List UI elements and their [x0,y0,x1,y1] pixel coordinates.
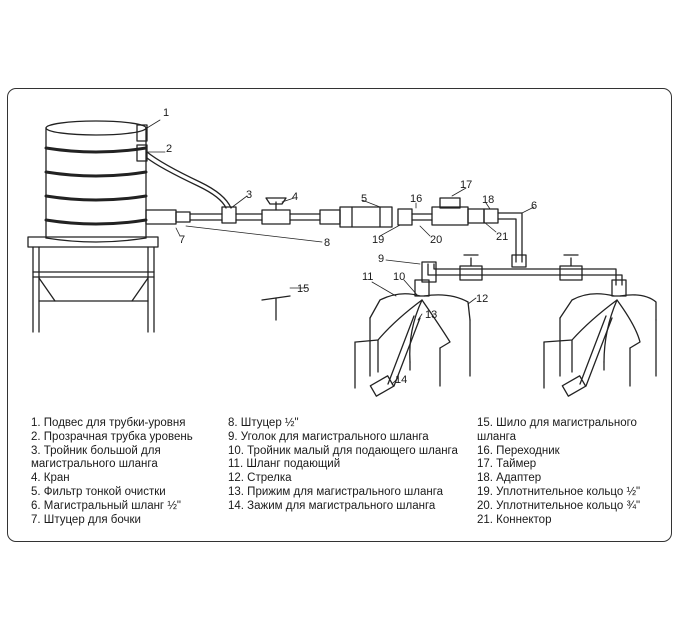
legend-item: 21. Коннектор [477,513,552,526]
callout-1: 1 [163,107,169,119]
dripper-cluster-right [543,293,657,397]
legend-item: 16. Переходник [477,444,560,457]
callout-16: 16 [410,193,422,205]
callout-20: 20 [430,234,442,246]
callout-21: 21 [496,231,508,243]
legend-item: 6. Магистральный шланг ½" [31,499,181,512]
legend-item: 4. Кран [31,472,70,485]
legend-column-1: 1. Подвес для трубки-уровня 2. Прозрачна… [31,417,231,527]
awl-tool [261,287,307,321]
callout-2: 2 [166,143,172,155]
legend-item: 18. Адаптер [477,472,542,485]
legend-item: 5. Фильтр тонкой очистки [31,485,166,498]
barrel [44,120,148,243]
legend-column-3: 15. Шило для магистрального шланга 16. П… [477,417,659,527]
distribution-line [414,254,627,297]
legend-item: 14. Зажим для магистрального шланга [228,499,436,512]
legend-item: 12. Стрелка [228,472,292,485]
callout-19: 19 [372,234,384,246]
legend-item: 15. Шило для магистрального шланга [477,417,637,443]
legend-item: 3. Тройник большой для магистрального шл… [31,444,161,471]
legend-item: 7. Штуцер для бочки [31,513,141,526]
legend-item: 2. Прозрачная трубка уровень [31,430,193,443]
callout-14: 14 [395,374,407,386]
callout-4: 4 [292,191,298,203]
callout-11: 11 [362,271,373,283]
barrel-stand [27,236,159,333]
legend-item: 10. Тройник малый для подающего шланга [228,444,458,457]
callout-8: 8 [324,237,330,249]
legend-item: 8. Штуцер ½" [228,417,299,429]
legend-item: 11. Шланг подающий [228,458,341,471]
diagram-frame [7,88,672,542]
level-tube [136,119,232,209]
callout-6: 6 [531,200,537,212]
legend-item: 20. Уплотнительное кольцо ¾" [477,499,641,512]
legend-item: 13. Прижим для магистрального шланга [228,485,444,498]
callout-7: 7 [179,234,185,246]
callout-10: 10 [393,271,405,283]
callout-9: 9 [378,253,384,265]
callout-17: 17 [460,179,472,191]
legend-item: 17. Таймер [477,458,537,471]
callout-5: 5 [361,193,367,205]
dripper-cluster-left [354,293,471,397]
main-supply-line [145,197,527,268]
legend-column-2: 8. Штуцер ½" 9. Уголок для магистральног… [228,417,458,514]
callout-12: 12 [476,293,488,305]
legend-item: 19. Уплотнительное кольцо ½" [477,485,641,498]
legend-item: 1. Подвес для трубки-уровня [31,417,186,429]
callout-18: 18 [482,194,494,206]
legend-item: 9. Уголок для магистрального шланга [228,430,429,443]
callout-3: 3 [246,189,252,201]
callout-labels: 1 2 3 4 5 6 7 8 9 10 11 12 13 14 15 16 1… [163,107,537,386]
callout-leaders [145,151,535,385]
callout-13: 13 [425,309,437,321]
callout-15: 15 [297,283,309,295]
